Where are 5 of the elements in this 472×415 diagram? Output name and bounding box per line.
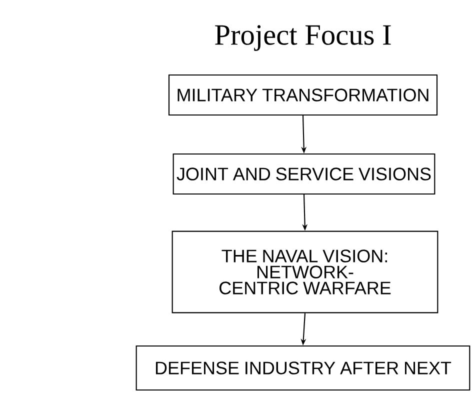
process-box: DEFENSE INDUSTRY AFTER NEXT	[136, 345, 470, 391]
title: Project Focus I	[215, 25, 391, 51]
process-box: JOINT AND SERVICE VISIONS	[172, 153, 436, 195]
process-box: THE NAVAL VISION: NETWORK-CENTRIC WARFARE	[172, 230, 438, 314]
process-box: MILITARY TRANSFORMATION	[168, 74, 438, 116]
